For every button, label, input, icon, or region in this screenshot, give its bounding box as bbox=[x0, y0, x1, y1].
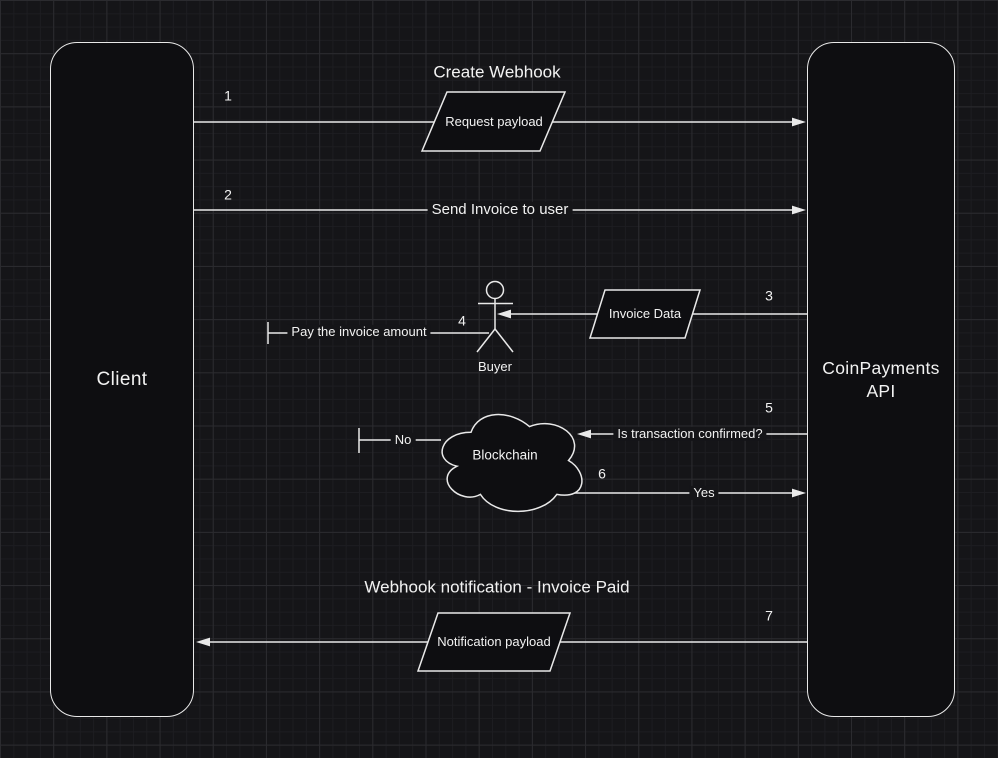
step7-title: Webhook notification - Invoice Paid bbox=[364, 577, 630, 597]
confirm-yes-label: Yes bbox=[689, 485, 719, 501]
blockchain-label: Blockchain bbox=[472, 447, 538, 463]
send-invoice-label: Send Invoice to user bbox=[427, 201, 573, 219]
connector-confirm-yes[interactable] bbox=[557, 488, 806, 498]
buyer-label: Buyer bbox=[478, 358, 512, 374]
arrowhead-right-icon bbox=[792, 117, 806, 127]
step3-number: 3 bbox=[765, 287, 773, 304]
confirm-check-label: Is transaction confirmed? bbox=[613, 426, 767, 442]
pay-invoice-label: Pay the invoice amount bbox=[287, 324, 431, 340]
arrowhead-left-icon bbox=[196, 637, 210, 647]
step5-number: 5 bbox=[765, 399, 773, 416]
step6-number: 6 bbox=[598, 465, 606, 482]
request-payload-label: Request payload bbox=[445, 113, 543, 129]
notification-payload-label: Notification payload bbox=[437, 633, 551, 649]
notification-payload-shape[interactable] bbox=[416, 612, 572, 672]
invoice-data-label: Invoice Data bbox=[608, 305, 682, 321]
arrowhead-left-icon bbox=[497, 309, 511, 319]
client-label: Client bbox=[96, 368, 148, 390]
confirm-no-label: No bbox=[390, 432, 416, 448]
arrowhead-right-icon bbox=[792, 205, 806, 215]
client-actor[interactable]: Client bbox=[50, 42, 194, 717]
step1-title: Create Webhook bbox=[433, 62, 561, 82]
api-label: CoinPayments API bbox=[822, 357, 940, 401]
arrowhead-left-icon bbox=[577, 429, 591, 439]
arrowhead-right-icon bbox=[792, 488, 806, 498]
coinpayments-api-actor[interactable]: CoinPayments API bbox=[807, 42, 955, 717]
step1-number: 1 bbox=[224, 87, 232, 104]
request-payload-shape[interactable] bbox=[420, 91, 567, 152]
buyer-actor-icon[interactable] bbox=[476, 280, 514, 353]
step2-number: 2 bbox=[224, 186, 232, 203]
step7-number: 7 bbox=[765, 607, 773, 624]
invoice-data-shape[interactable] bbox=[588, 289, 702, 339]
step4-number: 4 bbox=[458, 312, 466, 329]
blockchain-cloud[interactable] bbox=[441, 413, 583, 512]
